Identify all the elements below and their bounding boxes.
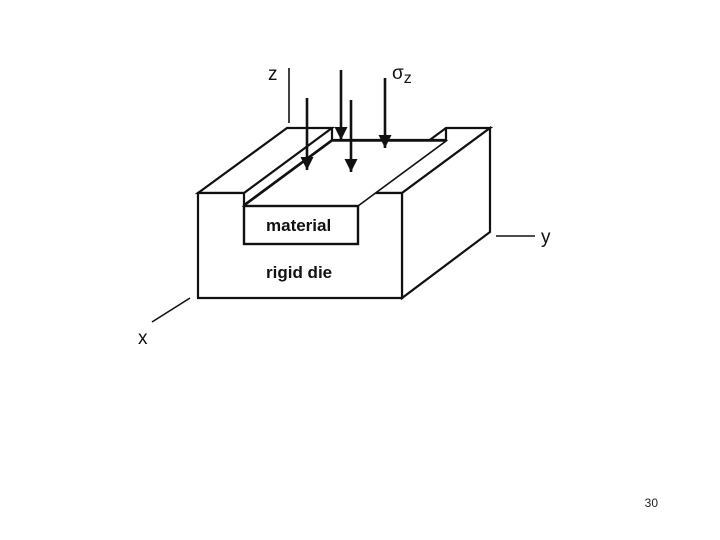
channel-floor-back xyxy=(332,128,448,142)
material-sample xyxy=(241,140,449,246)
sigma-subscript: z xyxy=(404,70,412,87)
x-axis-label: x xyxy=(138,328,148,349)
material-label: material xyxy=(266,216,331,235)
z-axis-label: z xyxy=(268,64,278,85)
stress-arrows xyxy=(300,70,392,172)
axes xyxy=(151,68,535,323)
rigid-die-label: rigid die xyxy=(266,263,332,282)
material-front-face xyxy=(242,204,360,246)
sigma-z-label: σz xyxy=(392,63,412,87)
sigma-symbol: σ xyxy=(392,63,404,84)
y-axis-label: y xyxy=(541,227,551,248)
x-axis-line xyxy=(151,297,191,323)
page-number: 30 xyxy=(644,496,658,510)
